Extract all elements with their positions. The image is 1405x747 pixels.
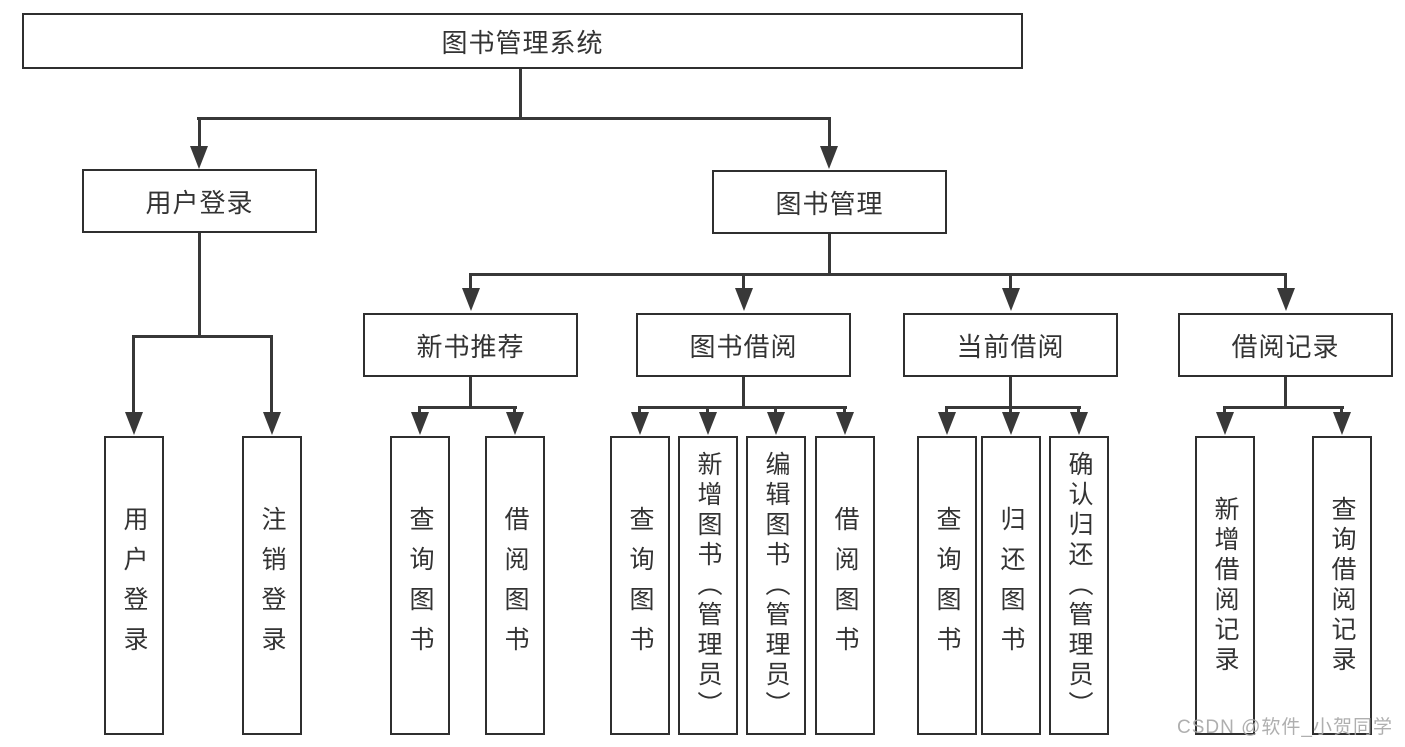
leaf-return-book: 归还图书 — [981, 436, 1041, 735]
arrow-down-icon — [125, 412, 143, 435]
leaf-label: 编辑图书（管理员） — [762, 450, 790, 721]
connector-line — [198, 233, 201, 335]
connector-line — [1009, 406, 1012, 414]
connector-line — [828, 117, 831, 148]
node-book-borrow-label: 图书借阅 — [689, 331, 798, 362]
leaf-label: 新增借阅记录 — [1211, 495, 1239, 676]
connector-line — [1077, 406, 1080, 414]
node-current-borrow: 当前借阅 — [903, 313, 1118, 377]
leaf-label: 借阅图书 — [501, 505, 529, 666]
connector-line — [742, 377, 745, 407]
connector-line — [1009, 273, 1012, 290]
leaf-query-book: 查询图书 — [610, 436, 670, 735]
connector-line — [945, 406, 1081, 409]
leaf-label: 查询借阅记录 — [1328, 495, 1356, 676]
leaf-edit-book-admin: 编辑图书（管理员） — [746, 436, 806, 735]
arrow-down-icon — [699, 412, 717, 435]
arrow-down-icon — [1216, 412, 1234, 435]
connector-line — [1340, 406, 1343, 414]
leaf-label: 查询图书 — [406, 505, 434, 666]
arrow-down-icon — [263, 412, 281, 435]
arrow-down-icon — [938, 412, 956, 435]
arrow-down-icon — [1277, 288, 1295, 311]
leaf-user-login: 用户登录 — [104, 436, 164, 735]
arrow-down-icon — [190, 146, 208, 169]
node-borrow-record: 借阅记录 — [1178, 313, 1393, 377]
node-borrow-record-label: 借阅记录 — [1231, 331, 1340, 362]
connector-line — [197, 117, 831, 120]
leaf-logout: 注销登录 — [242, 436, 302, 735]
watermark: CSDN @软件_小贺同学 — [1177, 717, 1393, 738]
node-book-management-label: 图书管理 — [775, 188, 884, 219]
node-root-label: 图书管理系统 — [441, 27, 604, 58]
arrow-down-icon — [820, 146, 838, 169]
connector-line — [519, 69, 522, 117]
connector-line — [638, 406, 847, 409]
connector-line — [828, 234, 831, 275]
connector-line — [132, 335, 273, 338]
leaf-confirm-return-admin: 确认归还（管理员） — [1049, 436, 1109, 735]
leaf-label: 确认归还（管理员） — [1065, 450, 1093, 721]
node-current-borrow-label: 当前借阅 — [956, 331, 1065, 362]
leaf-borrow-book: 借阅图书 — [485, 436, 545, 735]
arrow-down-icon — [1002, 288, 1020, 311]
arrow-down-icon — [506, 412, 524, 435]
connector-line — [774, 406, 777, 414]
leaf-add-book-admin: 新增图书（管理员） — [678, 436, 738, 735]
leaf-label: 新增图书（管理员） — [694, 450, 722, 721]
leaf-add-borrow-record: 新增借阅记录 — [1195, 436, 1255, 735]
leaf-label: 用户登录 — [120, 505, 148, 666]
arrow-down-icon — [462, 288, 480, 311]
node-user-login-label: 用户登录 — [145, 187, 254, 218]
leaf-label: 借阅图书 — [831, 505, 859, 666]
arrow-down-icon — [1333, 412, 1351, 435]
connector-line — [418, 406, 517, 409]
leaf-label: 查询图书 — [933, 505, 961, 666]
arrow-down-icon — [836, 412, 854, 435]
connector-line — [945, 406, 948, 414]
connector-line — [270, 335, 273, 414]
arrow-down-icon — [411, 412, 429, 435]
connector-line — [469, 273, 1287, 276]
leaf-label: 归还图书 — [997, 505, 1025, 666]
connector-line — [513, 406, 516, 414]
connector-line — [469, 273, 472, 290]
connector-line — [198, 117, 201, 148]
node-root: 图书管理系统 — [22, 13, 1023, 69]
connector-line — [638, 406, 641, 414]
leaf-query-borrow-record: 查询借阅记录 — [1312, 436, 1372, 735]
arrow-down-icon — [1002, 412, 1020, 435]
connector-line — [706, 406, 709, 414]
connector-line — [469, 377, 472, 407]
node-user-login: 用户登录 — [82, 169, 317, 233]
connector-line — [742, 273, 745, 290]
connector-line — [1223, 406, 1344, 409]
leaf-borrow-book: 借阅图书 — [815, 436, 875, 735]
connector-line — [132, 335, 135, 414]
node-new-book-recommend: 新书推荐 — [363, 313, 578, 377]
arrow-down-icon — [1070, 412, 1088, 435]
connector-line — [843, 406, 846, 414]
arrow-down-icon — [631, 412, 649, 435]
connector-line — [418, 406, 421, 414]
node-new-book-recommend-label: 新书推荐 — [416, 331, 525, 362]
leaf-query-book: 查询图书 — [390, 436, 450, 735]
node-book-borrow: 图书借阅 — [636, 313, 851, 377]
connector-line — [1284, 377, 1287, 407]
connector-line — [1009, 377, 1012, 407]
arrow-down-icon — [735, 288, 753, 311]
arrow-down-icon — [767, 412, 785, 435]
leaf-label: 查询图书 — [626, 505, 654, 666]
node-book-management: 图书管理 — [712, 170, 947, 234]
connector-line — [1284, 273, 1287, 290]
leaf-label: 注销登录 — [258, 505, 286, 666]
connector-line — [1223, 406, 1226, 414]
leaf-query-book: 查询图书 — [917, 436, 977, 735]
